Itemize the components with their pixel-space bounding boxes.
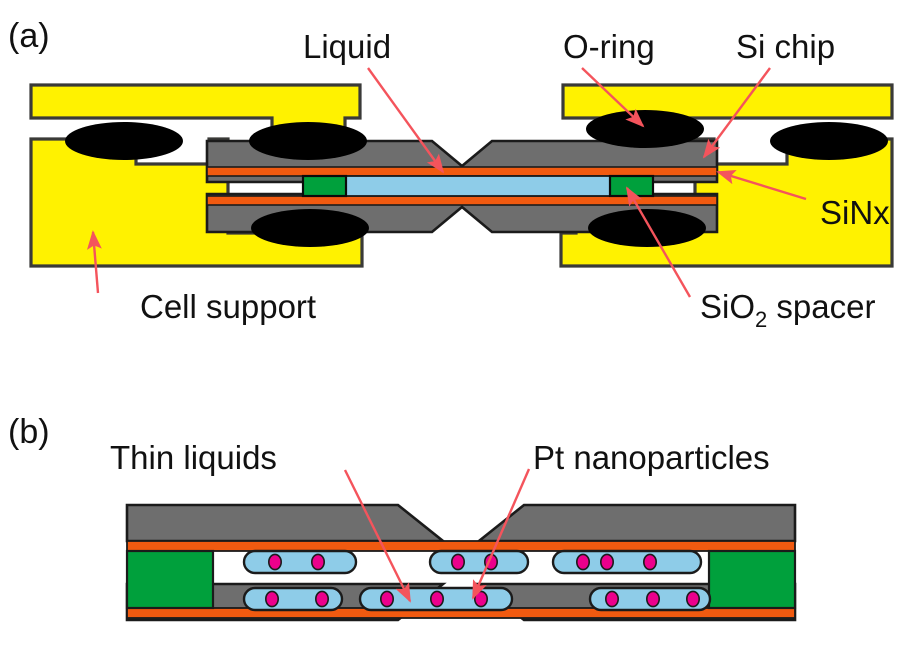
leader-si-chip	[702, 67, 771, 159]
label-sio2-main: SiO	[700, 288, 755, 325]
pt-nanoparticle	[314, 590, 329, 608]
leader-sinx	[716, 169, 807, 201]
oring-upper-right	[586, 110, 704, 148]
pt-nanoparticle	[473, 590, 488, 608]
leader-liquid	[367, 67, 445, 174]
oring-bottom-left	[251, 209, 369, 247]
oring-bottom-right	[588, 209, 706, 247]
label-pt-nanoparticles: Pt nanoparticles	[533, 439, 770, 476]
droplet-shape	[428, 549, 530, 575]
liquid-layer	[344, 175, 618, 197]
panel-b-label: (b)	[8, 413, 50, 451]
pt-nanoparticle	[379, 590, 394, 608]
leader-sio2-spacer	[625, 186, 692, 298]
label-sio2-sub: 2	[755, 307, 767, 332]
thin-liquid-droplet	[551, 549, 703, 575]
pt-nanoparticle	[642, 553, 657, 571]
leader-cell-support	[86, 230, 102, 294]
label-sinx: SiNx	[820, 194, 890, 231]
panel-a-label: (a)	[8, 17, 50, 55]
pt-nanoparticle	[450, 553, 465, 571]
oring-lower-left-mirror	[770, 122, 888, 160]
label-sio2-spacer: SiO2 spacer	[700, 288, 875, 332]
sinx-membrane-lower	[206, 195, 718, 206]
label-si-chip: Si chip	[736, 28, 835, 65]
leader-oring	[581, 67, 645, 128]
droplet-shape	[242, 549, 358, 575]
sio2-spacer-right	[608, 174, 655, 198]
leader-pt-nanoparticles	[471, 468, 531, 600]
pt-nanoparticle	[599, 553, 614, 571]
leader-thin-liquids	[343, 469, 412, 603]
pt-nanoparticle	[429, 590, 444, 608]
thin-liquid-row-top	[242, 549, 703, 575]
label-oring: O-ring	[563, 28, 655, 65]
pt-nanoparticle	[645, 590, 660, 608]
droplet-shape	[551, 549, 703, 575]
oring-lower-left	[65, 122, 183, 160]
pt-nanoparticle	[267, 553, 282, 571]
label-liquid: Liquid	[303, 28, 391, 65]
panel-b: (b) Thin liquids Pt nanoparticles	[8, 413, 797, 622]
thin-liquid-droplet	[358, 586, 514, 612]
pt-nanoparticle	[685, 590, 700, 608]
sio2-spacer-left-b	[125, 549, 215, 610]
pt-nanoparticle	[575, 553, 590, 571]
thin-liquid-droplet	[242, 586, 344, 612]
thin-liquid-droplet	[428, 549, 530, 575]
pt-nanoparticle	[310, 553, 325, 571]
pt-nanoparticle	[604, 590, 619, 608]
pt-nanoparticle	[264, 590, 279, 608]
thin-liquid-droplet	[242, 549, 358, 575]
oring-upper-left	[249, 122, 367, 160]
label-thin-liquids: Thin liquids	[110, 439, 277, 476]
sio2-spacer-left	[301, 174, 348, 198]
sio2-spacer-right-b	[707, 549, 797, 610]
si-chip-upper-left-b	[125, 503, 447, 543]
panel-a: (a) Liquid O-ring Si chip SiNx Cell supp…	[8, 17, 894, 332]
sinx-membrane-upper-b	[126, 540, 796, 552]
si-chip-upper-right-b	[475, 503, 797, 543]
thin-liquid-droplet	[588, 586, 712, 612]
sinx-membrane-upper	[206, 166, 718, 177]
label-sio2-tail: spacer	[767, 288, 875, 325]
label-cell-support: Cell support	[140, 288, 316, 325]
